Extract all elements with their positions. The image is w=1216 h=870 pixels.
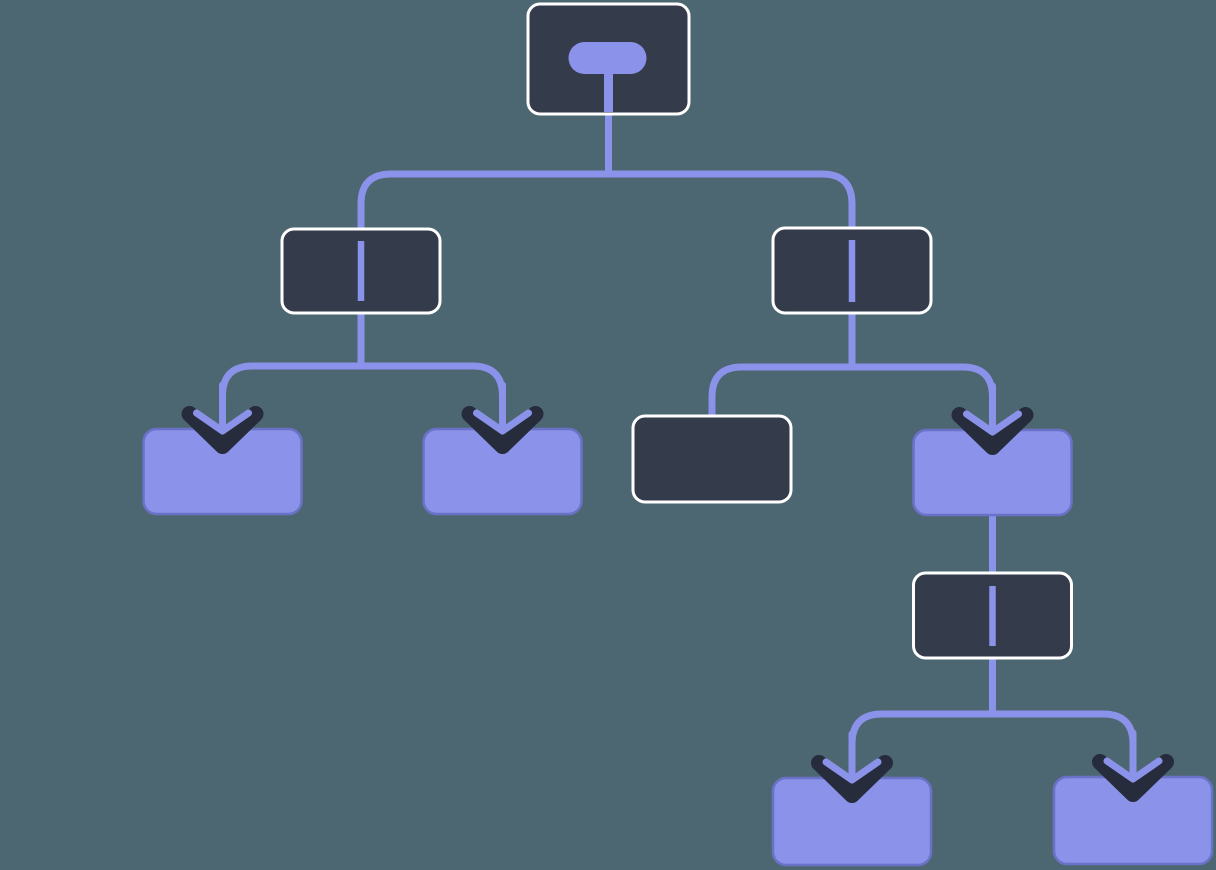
edge-branch-right-split (708, 363, 996, 421)
node-layer (142, 2, 1214, 867)
arrow-chevron-dark (181, 406, 264, 454)
drop-arrow-icon (811, 730, 893, 803)
arrow-chevron-dark (1092, 754, 1174, 802)
arrow-chevron-dark (461, 406, 544, 454)
icon-layer (357, 42, 996, 646)
edge-branch-left-split (219, 362, 506, 420)
root-pill-stem (604, 68, 613, 112)
arrow-chevron-dark (951, 407, 1034, 455)
drop-arrow-icon (181, 381, 264, 454)
edge-branch-lower-split (848, 710, 1137, 770)
node-plain[interactable] (631, 414, 793, 504)
arrow-purple (473, 381, 532, 435)
arrow-chevron-dark (811, 755, 893, 803)
edge-root-split (357, 170, 856, 232)
drop-arrow-icon (461, 381, 544, 454)
drop-arrow-icon (1092, 729, 1174, 802)
drop-arrow-icon (951, 382, 1034, 455)
arrow-layer (181, 381, 1174, 803)
arrow-purple (822, 730, 882, 784)
arrow-purple (1103, 729, 1163, 783)
arrow-purple (193, 381, 252, 435)
root-pill-shape (568, 42, 647, 74)
root-pill-icon (568, 42, 647, 112)
arrow-purple (963, 382, 1022, 436)
